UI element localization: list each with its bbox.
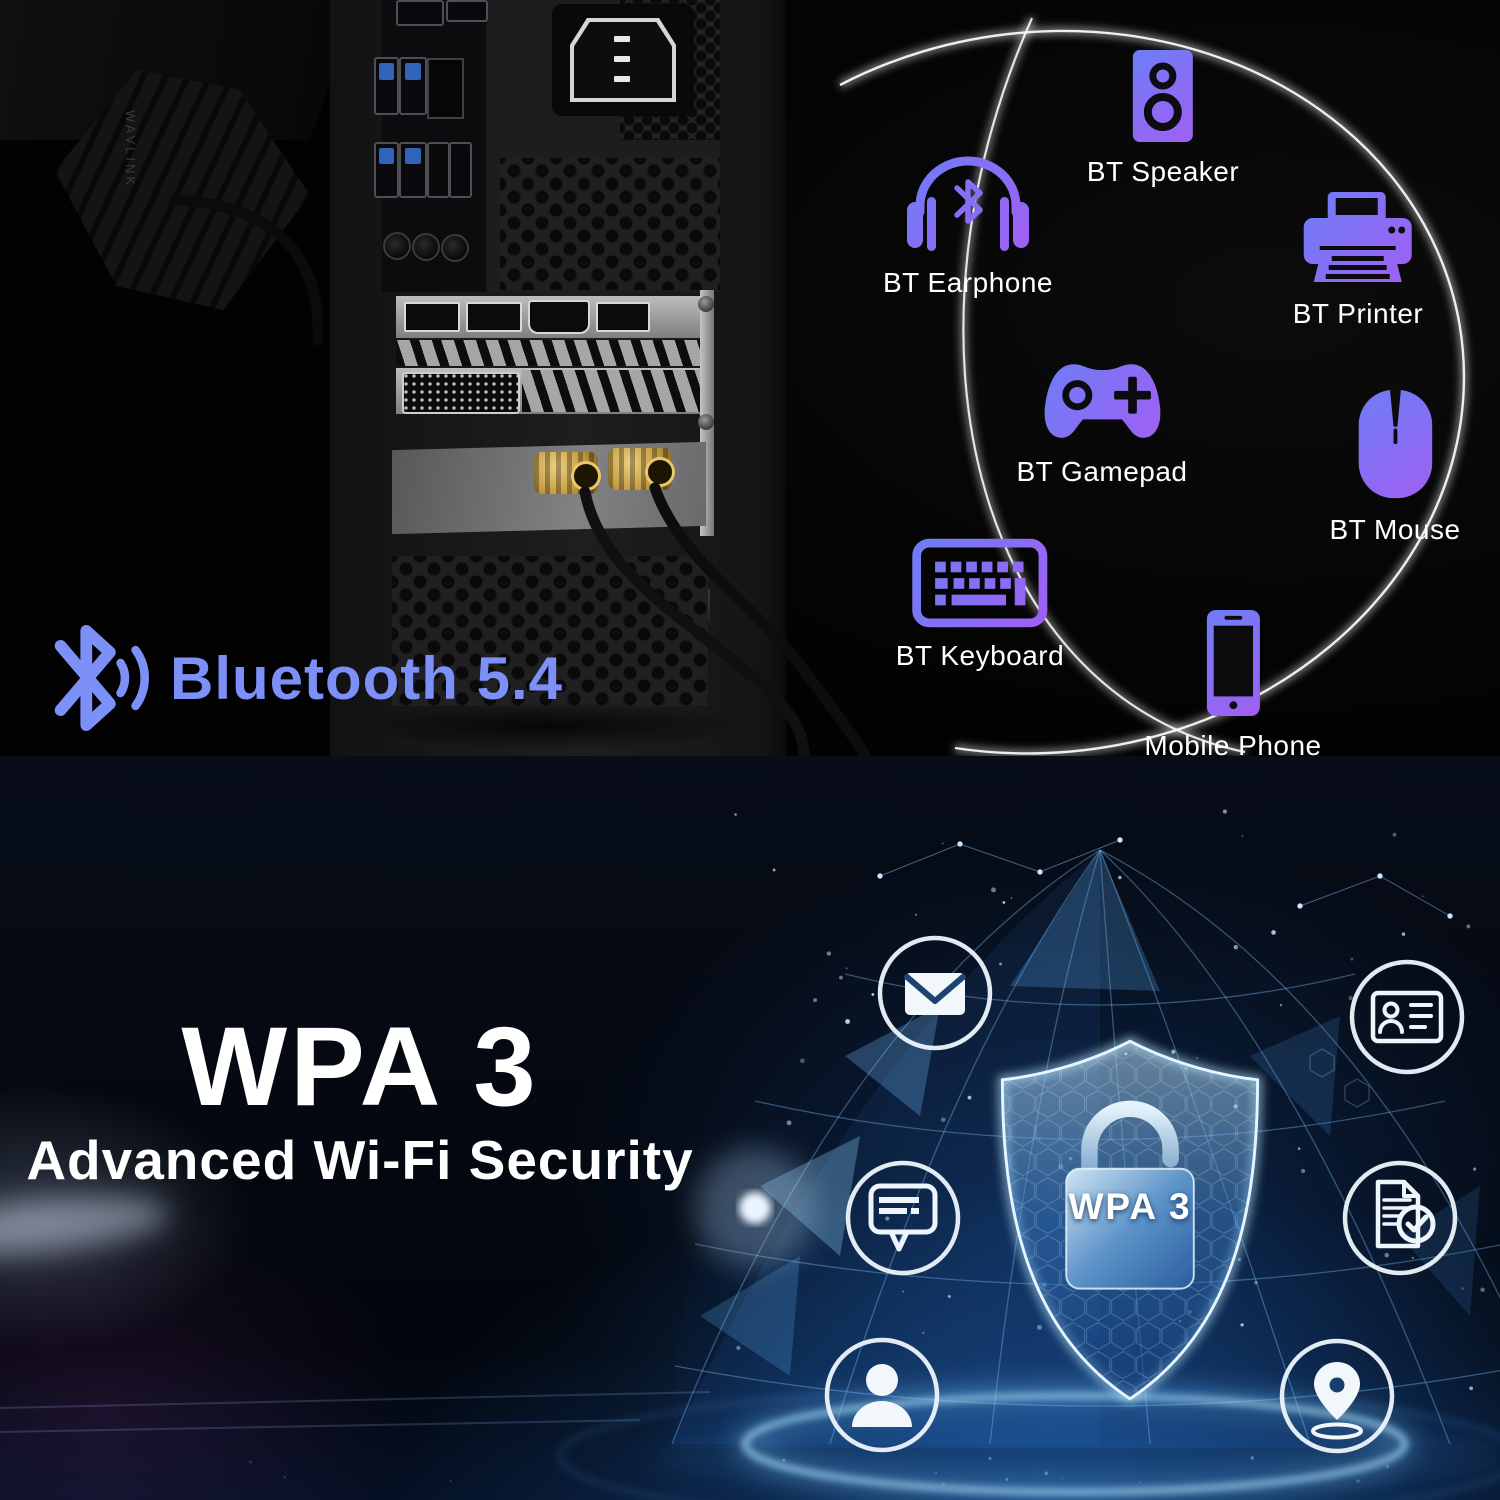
hdmi-out-port [528, 300, 590, 334]
displayport [596, 302, 650, 332]
audio-jack [383, 232, 411, 260]
device-bt-earphone: BT Earphone [883, 150, 1053, 299]
audio-jack [412, 233, 440, 261]
bluetooth-icon [54, 624, 149, 732]
padlock-icon [1065, 1100, 1195, 1290]
displayport [404, 302, 460, 332]
screw [698, 296, 714, 312]
location-pin-icon [1279, 1338, 1395, 1454]
bottom-vent [392, 556, 708, 706]
bt-gamepad-icon [1044, 364, 1160, 438]
audio-jack [441, 234, 469, 262]
bluetooth-section: WAVLINK [0, 0, 1500, 761]
ethernet-port [427, 58, 464, 119]
bt-speaker-icon [1133, 50, 1193, 142]
device-bt-mouse: BT Mouse [1329, 386, 1460, 546]
bt-mouse-icon [1358, 386, 1432, 499]
device-label: Mobile Phone [1144, 730, 1322, 761]
security-title: WPA 3 [181, 1004, 539, 1129]
bt-keyboard-icon [912, 538, 1048, 628]
device-label: BT Printer [1292, 298, 1424, 329]
device-label: BT Earphone [883, 267, 1053, 298]
device-label: BT Mouse [1329, 514, 1461, 545]
optical-port [446, 0, 488, 22]
device-bt-gamepad: BT Gamepad [1016, 358, 1187, 488]
device-label: BT Keyboard [895, 640, 1065, 671]
usb-port [449, 142, 472, 198]
dvi-port [402, 372, 520, 414]
bt-printer-icon [1304, 192, 1412, 282]
sma-antenna-connector [534, 452, 602, 494]
sma-antenna-connector [608, 448, 676, 490]
usb-port [374, 57, 399, 115]
security-shield-icon [998, 1036, 1262, 1405]
device-label: BT Speaker [1086, 156, 1240, 187]
bt-earphone-icon [907, 156, 1029, 251]
padlock-label: WPA 3 [1068, 1186, 1192, 1227]
bluetooth-badge: Bluetooth 5.4 [38, 598, 638, 758]
device-mobile-phone: Mobile Phone [1144, 608, 1321, 762]
device-bt-speaker: BT Speaker [1087, 48, 1239, 188]
usb-port [399, 142, 427, 198]
displayport [466, 302, 522, 332]
device-label: BT Gamepad [1016, 456, 1188, 487]
wpa3-section: WPA 3 Advanced Wi-Fi Security [0, 756, 1500, 1500]
case-shadow [300, 696, 800, 756]
gpu-vent-2 [522, 370, 700, 412]
cables [169, 194, 871, 756]
mobile-phone-icon [1206, 609, 1260, 717]
chat-bubble-icon [845, 1160, 961, 1276]
usb-port [374, 142, 399, 198]
id-card-icon [1349, 959, 1465, 1075]
gpu-vent [396, 340, 702, 366]
device-bt-printer: BT Printer [1293, 190, 1424, 330]
email-icon [877, 935, 993, 1051]
brand-label: WAVLINK [123, 110, 138, 189]
usb-port [399, 57, 427, 115]
bluetooth-version-label: Bluetooth 5.4 [170, 644, 564, 712]
device-bt-keyboard: BT Keyboard [896, 538, 1064, 672]
security-subtitle: Advanced Wi-Fi Security [26, 1129, 694, 1191]
power-inlet [552, 4, 694, 116]
screw [698, 414, 714, 430]
user-icon [824, 1337, 940, 1453]
document-check-icon [1342, 1160, 1458, 1276]
hdmi-port [396, 0, 444, 26]
dot-vent [500, 158, 720, 290]
